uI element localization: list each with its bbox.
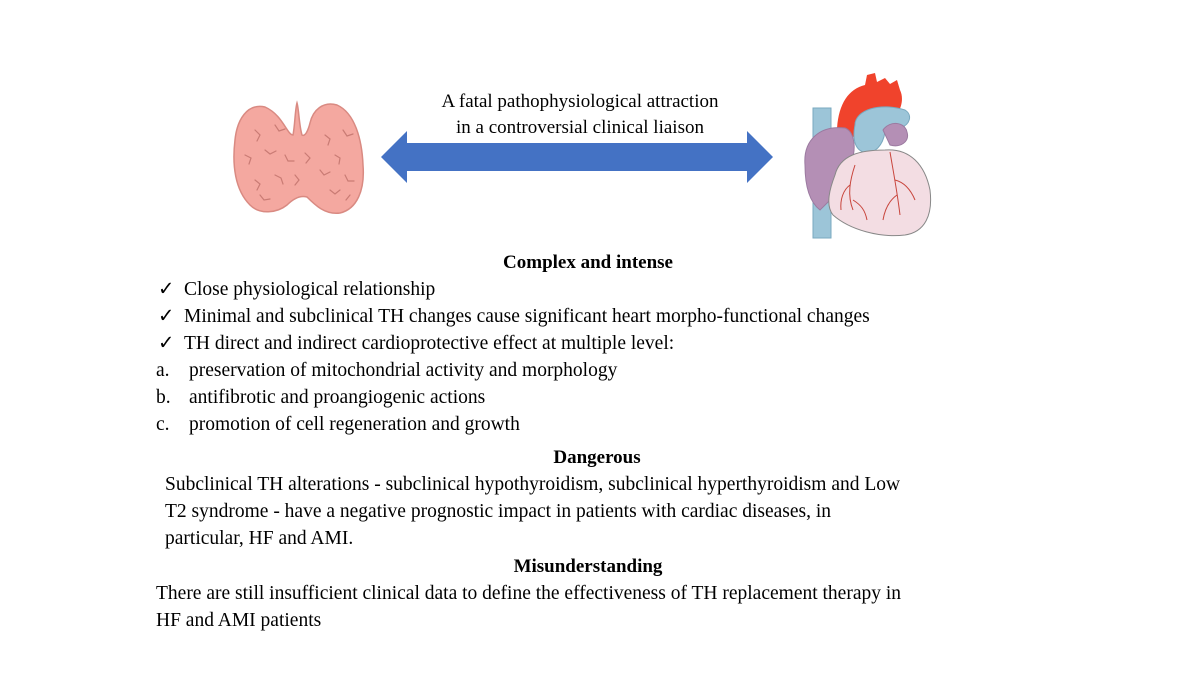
heading-misunderstanding: Misunderstanding xyxy=(513,556,663,577)
misunderstanding-line: HF and AMI patients xyxy=(156,610,322,631)
heart-illustration xyxy=(795,70,945,245)
sub-item-text: preservation of mitochondrial activity a… xyxy=(189,360,618,381)
check-item: ✓ TH direct and indirect cardioprotective… xyxy=(158,330,674,357)
check-item: ✓ Minimal and subclinical TH changes caus… xyxy=(158,303,870,330)
check-item: ✓ Close physiological relationship xyxy=(158,276,435,303)
dangerous-line: T2 syndrome - have a negative prognostic… xyxy=(165,501,832,522)
check-item-text: Close physiological relationship xyxy=(184,279,436,300)
caption-line-1: A fatal pathophysiological attraction xyxy=(441,91,719,112)
sub-item: c. promotion of cell regeneration and gro… xyxy=(156,411,520,438)
heading-dangerous: Dangerous xyxy=(553,447,641,468)
sub-item: b. antifibrotic and proangiogenic actions xyxy=(156,384,485,411)
double-arrow-icon xyxy=(381,131,773,183)
sub-item-letter: c. xyxy=(156,414,170,435)
thyroid-illustration xyxy=(225,95,375,220)
double-arrow xyxy=(380,130,774,184)
thyroid-icon xyxy=(233,100,365,214)
dangerous-line: Subclinical TH alterations - subclinical… xyxy=(165,474,901,495)
caption-line-2: in a controversial clinical liaison xyxy=(456,117,704,138)
misunderstanding-line: There are still insufficient clinical da… xyxy=(156,583,902,604)
checkmark-icon: ✓ xyxy=(158,333,175,354)
sub-item: a. preservation of mitochondrial activity… xyxy=(156,357,617,384)
dangerous-line: particular, HF and AMI. xyxy=(165,528,354,549)
checkmark-icon: ✓ xyxy=(158,279,175,300)
heading-complex: Complex and intense xyxy=(503,252,673,273)
checkmark-icon: ✓ xyxy=(158,306,175,327)
check-item-text: TH direct and indirect cardioprotective … xyxy=(184,333,675,354)
check-item-text: Minimal and subclinical TH changes cause… xyxy=(184,306,870,327)
sub-item-text: antifibrotic and proangiogenic actions xyxy=(189,387,486,408)
sub-item-text: promotion of cell regeneration and growt… xyxy=(189,414,520,435)
sub-item-letter: a. xyxy=(156,360,170,381)
heart-icon xyxy=(804,73,932,239)
sub-item-letter: b. xyxy=(156,387,171,408)
